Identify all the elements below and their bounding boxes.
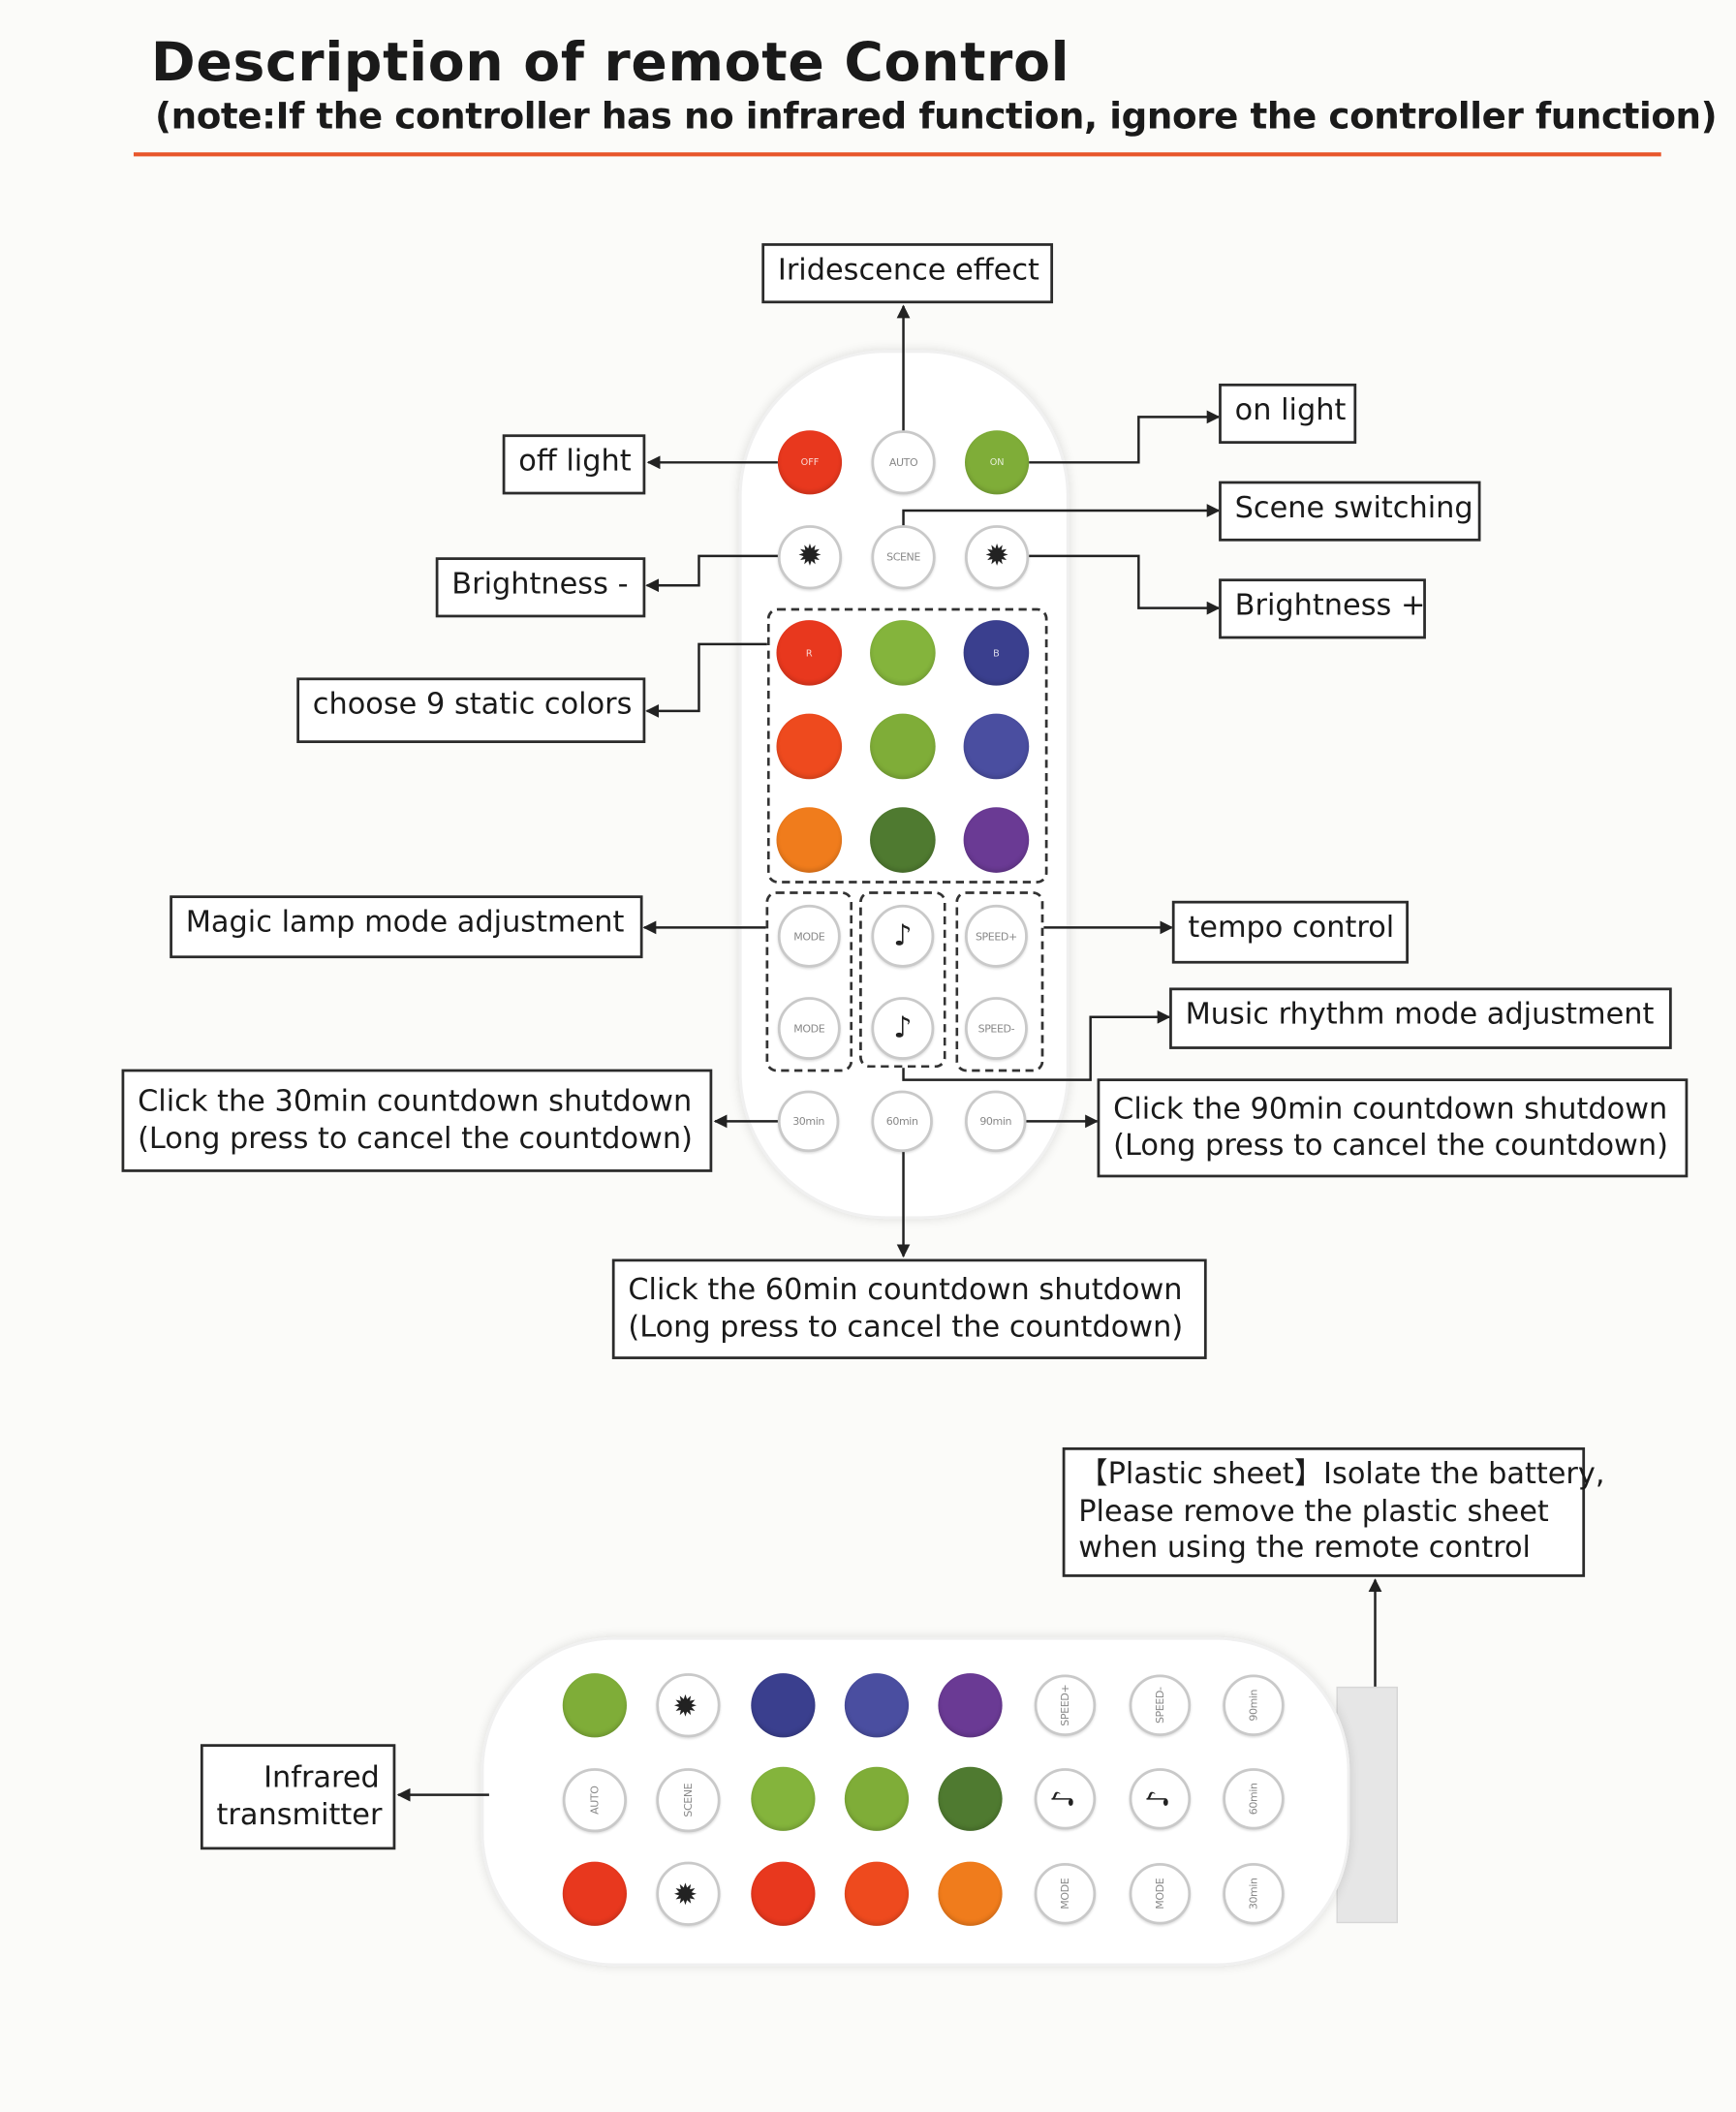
label-music-rhythm-mode: Music rhythm mode adjustment	[1169, 987, 1672, 1049]
timer-60-button[interactable]: 60min	[871, 1090, 933, 1153]
static-colors-group	[766, 607, 1048, 884]
h-color-red-orange[interactable]	[844, 1861, 910, 1926]
label-iridescence-effect: Iridescence effect	[761, 243, 1054, 304]
music-note-icon: ♪	[893, 1010, 913, 1045]
h-mode-down-button[interactable]: MODE	[1129, 1863, 1192, 1925]
h-color-dark-green[interactable]	[938, 1766, 1003, 1831]
color-button-blue[interactable]: B	[963, 620, 1030, 686]
brightness-up-button[interactable]: ✹	[964, 525, 1030, 590]
label-scene-switching: Scene switching	[1219, 481, 1481, 542]
color-button-red[interactable]: R	[776, 620, 843, 686]
music-down-button[interactable]: ♪	[871, 997, 935, 1060]
mode-down-button[interactable]: MODE	[777, 997, 841, 1060]
label-timer-30: Click the 30min countdown shutdown(Long …	[121, 1069, 713, 1172]
brightness-down-button[interactable]: ✹	[777, 525, 843, 590]
color-button-light-green[interactable]	[870, 713, 936, 780]
color-button-dark-green[interactable]	[870, 807, 936, 873]
h-off-button[interactable]	[562, 1861, 627, 1926]
sun-icon: ✹	[797, 540, 822, 574]
music-note-icon: ♪	[893, 918, 913, 952]
mode-group	[765, 891, 853, 1072]
label-off-light: off light	[502, 434, 646, 495]
h-timer-30-button[interactable]: 30min	[1223, 1863, 1285, 1925]
speed-down-button[interactable]: SPEED-	[964, 997, 1028, 1060]
label-static-colors: choose 9 static colors	[296, 677, 646, 744]
h-timer-60-button[interactable]: 60min	[1223, 1768, 1285, 1830]
h-speed-down-button[interactable]: SPEED-	[1129, 1674, 1192, 1736]
label-on-light: on light	[1219, 383, 1357, 444]
music-up-button[interactable]: ♪	[871, 904, 935, 968]
h-music-up-button[interactable]: ♪	[1034, 1768, 1097, 1830]
h-color-orange[interactable]	[938, 1861, 1003, 1926]
h-color-purple[interactable]	[938, 1673, 1003, 1738]
h-color-blue[interactable]	[751, 1673, 816, 1738]
h-music-down-button[interactable]: ♪	[1129, 1768, 1192, 1830]
h-brightness-up-button[interactable]: ✹	[656, 1673, 721, 1738]
h-color-red[interactable]	[751, 1861, 816, 1926]
page-subtitle: (note:If the controller has no infrared …	[155, 96, 1718, 139]
mode-up-button[interactable]: MODE	[777, 904, 841, 968]
label-tempo-control: tempo control	[1171, 900, 1409, 964]
label-timer-90: Click the 90min countdown shutdown(Long …	[1097, 1078, 1689, 1178]
speed-up-button[interactable]: SPEED+	[964, 904, 1028, 968]
label-timer-60: Click the 60min countdown shutdown(Long …	[611, 1258, 1207, 1359]
h-on-button[interactable]	[562, 1673, 627, 1738]
color-button-red-orange[interactable]	[776, 713, 843, 780]
label-brightness-minus: Brightness -	[435, 557, 646, 618]
color-button-orange[interactable]	[776, 807, 843, 873]
page-title: Description of remote Control	[150, 32, 1070, 94]
h-color-indigo[interactable]	[844, 1673, 910, 1738]
h-brightness-down-button[interactable]: ✹	[656, 1861, 721, 1926]
auto-button[interactable]: AUTO	[871, 430, 936, 495]
label-brightness-plus: Brightness +	[1219, 578, 1426, 639]
label-magic-lamp-mode: Magic lamp mode adjustment	[170, 895, 643, 959]
color-button-indigo[interactable]	[963, 713, 1030, 780]
h-color-green[interactable]	[751, 1766, 816, 1831]
on-button[interactable]: ON	[964, 430, 1030, 495]
timer-90-button[interactable]: 90min	[964, 1090, 1027, 1153]
off-button[interactable]: OFF	[777, 430, 843, 495]
title-underline	[133, 152, 1661, 157]
timer-30-button[interactable]: 30min	[777, 1090, 840, 1153]
speed-group	[955, 891, 1044, 1072]
color-button-purple[interactable]	[963, 807, 1030, 873]
label-plastic-sheet: 【Plastic sheet】Isolate the battery,Pleas…	[1062, 1446, 1605, 1577]
h-mode-up-button[interactable]: MODE	[1034, 1863, 1097, 1925]
h-speed-up-button[interactable]: SPEED+	[1034, 1674, 1097, 1736]
h-color-light-green[interactable]	[844, 1766, 910, 1831]
scene-button[interactable]: SCENE	[871, 525, 936, 590]
color-button-green[interactable]	[870, 620, 936, 686]
h-scene-button[interactable]: SCENE	[656, 1768, 721, 1833]
sun-icon: ✹	[984, 540, 1009, 574]
music-group	[859, 891, 946, 1069]
h-timer-90-button[interactable]: 90min	[1223, 1674, 1285, 1736]
h-auto-button[interactable]: AUTO	[562, 1768, 627, 1833]
